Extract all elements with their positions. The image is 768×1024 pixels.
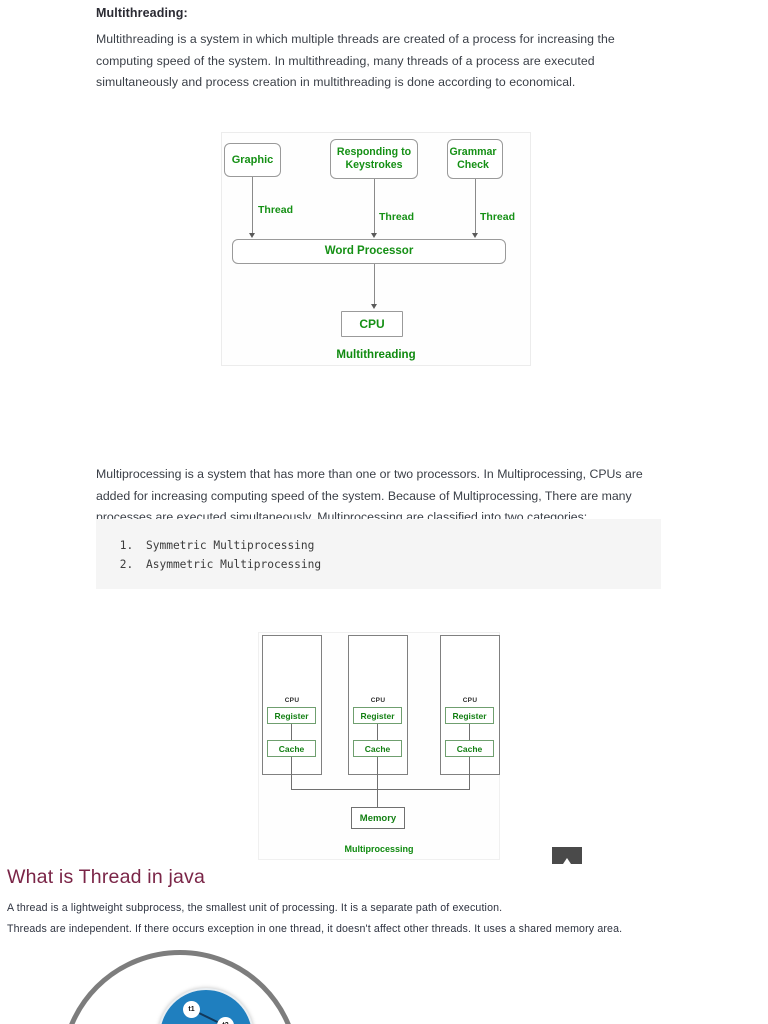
arrowhead-responding	[370, 233, 377, 238]
multithreading-article: Multithreading: Multithreading is a syst…	[96, 6, 641, 94]
multiprocessing-categories-box: Symmetric Multiprocessing Asymmetric Mul…	[96, 519, 661, 589]
cache-box-1: Cache	[267, 740, 316, 757]
thread-node-t1: t1	[183, 1001, 200, 1018]
memory-box: Memory	[351, 807, 405, 829]
arrowhead-cpu	[370, 304, 377, 309]
edge-label-thread-2: Thread	[379, 211, 415, 223]
bus-drop-1	[291, 757, 292, 789]
register-box-2: Register	[353, 707, 402, 724]
thread-node-t2: t2	[217, 1017, 234, 1024]
diagram-box-cpu: CPU	[341, 311, 403, 337]
edge-label-thread-3: Thread	[480, 211, 516, 223]
cpu-label-2: CPU	[370, 697, 386, 704]
connector-responding-to-word	[374, 179, 375, 235]
cpu-label-1: CPU	[284, 697, 300, 704]
multithreading-diagram-caption: Multithreading	[336, 349, 416, 361]
diagram-box-cpu-label: CPU	[359, 316, 385, 331]
register-box-3: Register	[445, 707, 494, 724]
arrowhead-graphic	[248, 233, 255, 238]
list-item: Asymmetric Multiprocessing	[140, 555, 661, 574]
cpu-label-3: CPU	[462, 697, 478, 704]
arrowhead-grammar	[471, 233, 478, 238]
link-register-cache-1	[291, 724, 292, 740]
memory-bus	[291, 789, 470, 790]
page-title-what-is-thread: What is Thread in java	[7, 866, 206, 888]
diagram-box-grammar-label: Grammar Check	[449, 146, 497, 171]
bus-drop-2	[377, 757, 378, 807]
cache-box-3: Cache	[445, 740, 494, 757]
bus-drop-3	[469, 757, 470, 789]
diagram-box-responding-to-keystrokes: Responding to Keystrokes	[330, 139, 418, 179]
diagram-box-word-processor: Word Processor	[232, 239, 506, 264]
thread-paragraph-2: Threads are independent. If there occurs…	[7, 923, 623, 935]
multithreading-paragraph: Multithreading is a system in which mult…	[96, 32, 615, 89]
multiprocessing-categories-list: Symmetric Multiprocessing Asymmetric Mul…	[96, 519, 661, 574]
image-placeholder-icon	[552, 847, 582, 864]
multiprocessing-diagram: CPU CPU CPU Register Register Register C…	[258, 632, 500, 860]
connector-grammar-to-word	[475, 179, 476, 235]
link-register-cache-3	[469, 724, 470, 740]
thread-paragraph-1: A thread is a lightweight subprocess, th…	[7, 902, 503, 914]
diagram-box-responding-label: Responding to Keystrokes	[336, 146, 412, 171]
cache-box-2: Cache	[353, 740, 402, 757]
multithreading-diagram: Graphic Responding to Keystrokes Grammar…	[221, 132, 531, 366]
edge-label-thread-1: Thread	[258, 204, 294, 216]
register-box-1: Register	[267, 707, 316, 724]
connector-word-to-cpu	[374, 264, 375, 306]
diagram-box-graphic-label: Graphic	[231, 153, 274, 166]
diagram-box-word-processor-label: Word Processor	[324, 245, 414, 257]
multiprocessing-diagram-caption: Multiprocessing	[344, 844, 414, 854]
connector-graphic-to-word	[252, 177, 253, 235]
diagram-box-graphic: Graphic	[224, 143, 281, 177]
list-item: Symmetric Multiprocessing	[140, 536, 661, 555]
thread-process-diagram: t1 t2	[60, 950, 308, 1024]
section-title-multithreading: Multithreading:	[96, 6, 188, 20]
link-register-cache-2	[377, 724, 378, 740]
diagram-box-grammar-check: Grammar Check	[447, 139, 503, 179]
